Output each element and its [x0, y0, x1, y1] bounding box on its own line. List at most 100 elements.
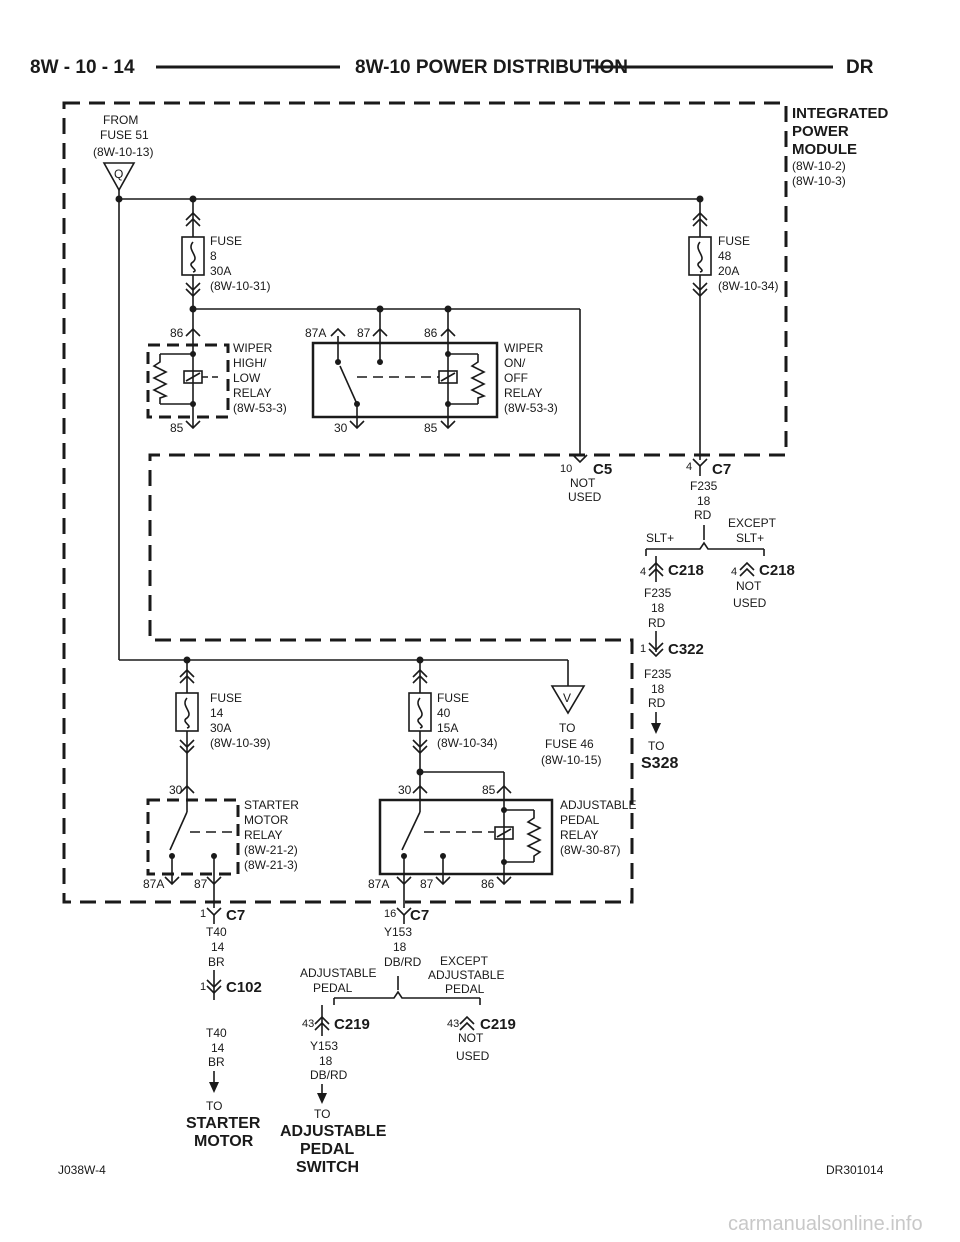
- wiper-on-pin-87: 87: [357, 326, 371, 340]
- to-pedal-dest-1: ADJUSTABLE: [280, 1123, 387, 1140]
- adj-relay-pin-85: 85: [482, 783, 496, 797]
- adj-relay-label-3: RELAY: [560, 828, 598, 842]
- c7-left-pin: 1: [200, 908, 206, 920]
- c5-pin: 10: [560, 463, 572, 475]
- fuse-40-label: FUSE: [437, 691, 469, 705]
- c102-wire-3: BR: [208, 1055, 225, 1069]
- c7-top-name: C7: [712, 461, 731, 478]
- adj-relay-label-2: PEDAL: [560, 813, 600, 827]
- watermark: carmanualsonline.info: [728, 1213, 923, 1235]
- fuse-8-label: FUSE: [210, 234, 242, 248]
- module-ref-2: (8W-10-3): [792, 174, 846, 188]
- header-left: 8W - 10 - 14: [30, 57, 135, 78]
- c218b-pin: 4: [731, 566, 737, 578]
- fuse-48-rating: 20A: [718, 264, 739, 278]
- module-name-2: POWER: [792, 123, 849, 140]
- c7-mid-wire-1: Y153: [384, 925, 412, 939]
- c7-top-wire-2: 18: [697, 494, 711, 508]
- fuse-40-ref: (8W-10-34): [437, 736, 497, 750]
- c322-pin: 1: [640, 643, 646, 655]
- wiper-high-label-2: HIGH/: [233, 356, 267, 370]
- source-line-2: FUSE 51: [100, 128, 149, 142]
- fuse-8-ref: (8W-10-31): [210, 279, 270, 293]
- split2-left-2: PEDAL: [313, 981, 353, 995]
- fuse-48-ref: (8W-10-34): [718, 279, 778, 293]
- c218a-name: C218: [668, 562, 704, 579]
- split1-right-1: EXCEPT: [728, 516, 777, 530]
- wiper-on-label-4: RELAY: [504, 386, 542, 400]
- module-ref-1: (8W-10-2): [792, 159, 846, 173]
- starter-label-3: RELAY: [244, 828, 282, 842]
- fuse46-line-3: (8W-10-15): [541, 753, 601, 767]
- adj-relay-pin-30: 30: [398, 783, 412, 797]
- adj-relay-label-1: ADJUSTABLE: [560, 798, 636, 812]
- fuse-14-ref: (8W-10-39): [210, 736, 270, 750]
- wiper-high-label-5: (8W-53-3): [233, 401, 287, 415]
- c218b-note-2: USED: [733, 596, 767, 610]
- split1-right-2: SLT+: [736, 531, 764, 545]
- c102-name: C102: [226, 979, 262, 996]
- header-title: 8W-10 POWER DISTRIBUTION: [355, 57, 628, 78]
- starter-pin-87: 87: [194, 877, 208, 891]
- c102-wire-2: 14: [211, 1041, 225, 1055]
- c218a-wire-1: F235: [644, 586, 672, 600]
- c218a-wire-2: 18: [651, 601, 665, 615]
- fuse-40: [408, 660, 432, 800]
- c219a-name: C219: [334, 1016, 370, 1033]
- adj-relay-pin-86: 86: [481, 877, 495, 891]
- c7-left-wire-3: BR: [208, 955, 225, 969]
- c322-name: C322: [668, 641, 704, 658]
- c219b-name: C219: [480, 1016, 516, 1033]
- c219a-wire-1: Y153: [310, 1039, 338, 1053]
- wiper-high-pin-86: 86: [170, 326, 184, 340]
- wiper-high-low-relay: [146, 309, 230, 430]
- wiper-on-label-2: ON/: [504, 356, 526, 370]
- source-triangle: [102, 162, 136, 192]
- wiper-on-label-5: (8W-53-3): [504, 401, 558, 415]
- c219b-note-2: USED: [456, 1049, 490, 1063]
- c218b-note-1: NOT: [736, 579, 762, 593]
- split1-left: SLT+: [646, 531, 674, 545]
- c5-note-2: USED: [568, 490, 602, 504]
- split2-right-1: EXCEPT: [440, 954, 489, 968]
- c219b-note-1: NOT: [458, 1031, 484, 1045]
- wiper-high-label-1: WIPER: [233, 341, 273, 355]
- to-pedal-to: TO: [314, 1107, 330, 1121]
- fuse46-symbol: V: [563, 691, 571, 705]
- c7-left-wire-1: T40: [206, 925, 227, 939]
- wiper-high-label-3: LOW: [233, 371, 261, 385]
- c7-top-wire-1: F235: [690, 479, 718, 493]
- adj-relay-pin-87: 87: [420, 877, 434, 891]
- source-symbol: Q: [114, 167, 123, 181]
- c7-left-wire-2: 14: [211, 940, 225, 954]
- fuse-8-rating: 30A: [210, 264, 231, 278]
- c7-mid-pin: 16: [384, 908, 396, 920]
- module-name-3: MODULE: [792, 141, 857, 158]
- starter-label-1: STARTER: [244, 798, 299, 812]
- c7-mid-wire-2: 18: [393, 940, 407, 954]
- wiper-on-pin-87a: 87A: [305, 326, 326, 340]
- fuse-14-rating: 30A: [210, 721, 231, 735]
- starter-label-4: (8W-21-2): [244, 843, 298, 857]
- fuse-8-number: 8: [210, 249, 217, 263]
- to-starter-dest-2: MOTOR: [194, 1133, 254, 1150]
- adjustable-pedal-relay: [378, 784, 554, 908]
- split2-left-1: ADJUSTABLE: [300, 966, 376, 980]
- c7-mid-name: C7: [410, 907, 429, 924]
- fuse46-line-2: FUSE 46: [545, 737, 594, 751]
- c102-wire-1: T40: [206, 1026, 227, 1040]
- c5-note-1: NOT: [570, 476, 596, 490]
- to-starter-to: TO: [206, 1099, 222, 1113]
- fuse-48: [688, 199, 712, 460]
- ipm-boundary: [62, 101, 788, 904]
- fuse-40-rating: 15A: [437, 721, 458, 735]
- fuse-40-number: 40: [437, 706, 451, 720]
- fuse-14-label: FUSE: [210, 691, 242, 705]
- wiper-high-label-4: RELAY: [233, 386, 271, 400]
- to-s328-dest: S328: [641, 755, 678, 772]
- c219a-wire-2: 18: [319, 1054, 333, 1068]
- wiper-on-pin-85: 85: [424, 421, 438, 435]
- c219a-wire-3: DB/RD: [310, 1068, 348, 1082]
- split2-right-3: PEDAL: [445, 982, 485, 996]
